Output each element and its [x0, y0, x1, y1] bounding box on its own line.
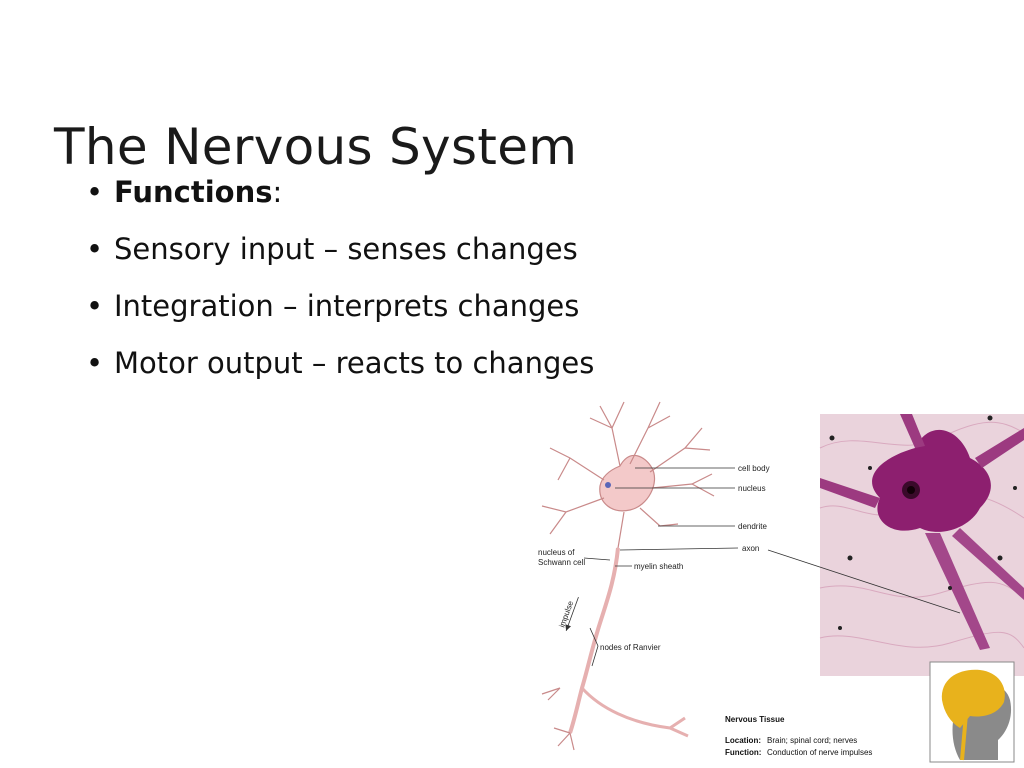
bullet-dot: •	[86, 346, 104, 380]
brain-location-icon	[929, 661, 1015, 763]
bullet-bold-text: Functions	[114, 175, 273, 209]
bullet-text: Integration – interprets changes	[114, 289, 580, 323]
neuron-diagram	[541, 401, 715, 751]
label-dendrite: dendrite	[738, 522, 767, 531]
label-myelin-sheath: myelin sheath	[634, 562, 683, 571]
slide-title: The Nervous System	[54, 117, 578, 176]
bullet-integration: • Integration – interprets changes	[86, 278, 594, 335]
bullet-dot: •	[86, 289, 104, 323]
bullet-text: Motor output – reacts to changes	[114, 346, 595, 380]
caption-location-value: Brain; spinal cord; nerves	[767, 736, 857, 745]
label-nucleus-of: nucleus of	[538, 548, 575, 557]
caption-function-value: Conduction of nerve impulses	[767, 748, 872, 757]
bullet-text: :	[272, 175, 283, 209]
bullet-functions: • Functions:	[86, 164, 594, 221]
arrow-left-icon	[565, 624, 572, 631]
bullet-dot: •	[86, 175, 104, 209]
label-impulse: impulse	[557, 599, 575, 628]
label-nucleus: nucleus	[738, 484, 766, 493]
label-schwann-cell: Schwann cell	[538, 558, 585, 567]
bullet-dot: •	[86, 232, 104, 266]
label-axon: axon	[742, 544, 759, 553]
micrograph-image	[819, 414, 1024, 676]
nervous-tissue-figure: cell body nucleus dendrite axon nucleus …	[520, 388, 1024, 768]
caption-function-key: Function:	[725, 748, 761, 757]
label-leader-lines	[583, 467, 961, 667]
label-nodes-of-ranvier: nodes of Ranvier	[600, 643, 661, 652]
nervous-tissue-illustration: cell body nucleus dendrite axon nucleus …	[538, 401, 1024, 763]
bullet-list: • Functions: • Sensory input – senses chan…	[86, 164, 594, 392]
bullet-sensory-input: • Sensory input – senses changes	[86, 221, 594, 278]
caption-location-key: Location:	[725, 736, 761, 745]
bullet-motor-output: • Motor output – reacts to changes	[86, 335, 594, 392]
caption-heading: Nervous Tissue	[725, 715, 785, 724]
impulse-annotation: impulse	[557, 596, 579, 632]
bullet-text: Sensory input – senses changes	[114, 232, 578, 266]
label-cell-body: cell body	[738, 464, 770, 473]
